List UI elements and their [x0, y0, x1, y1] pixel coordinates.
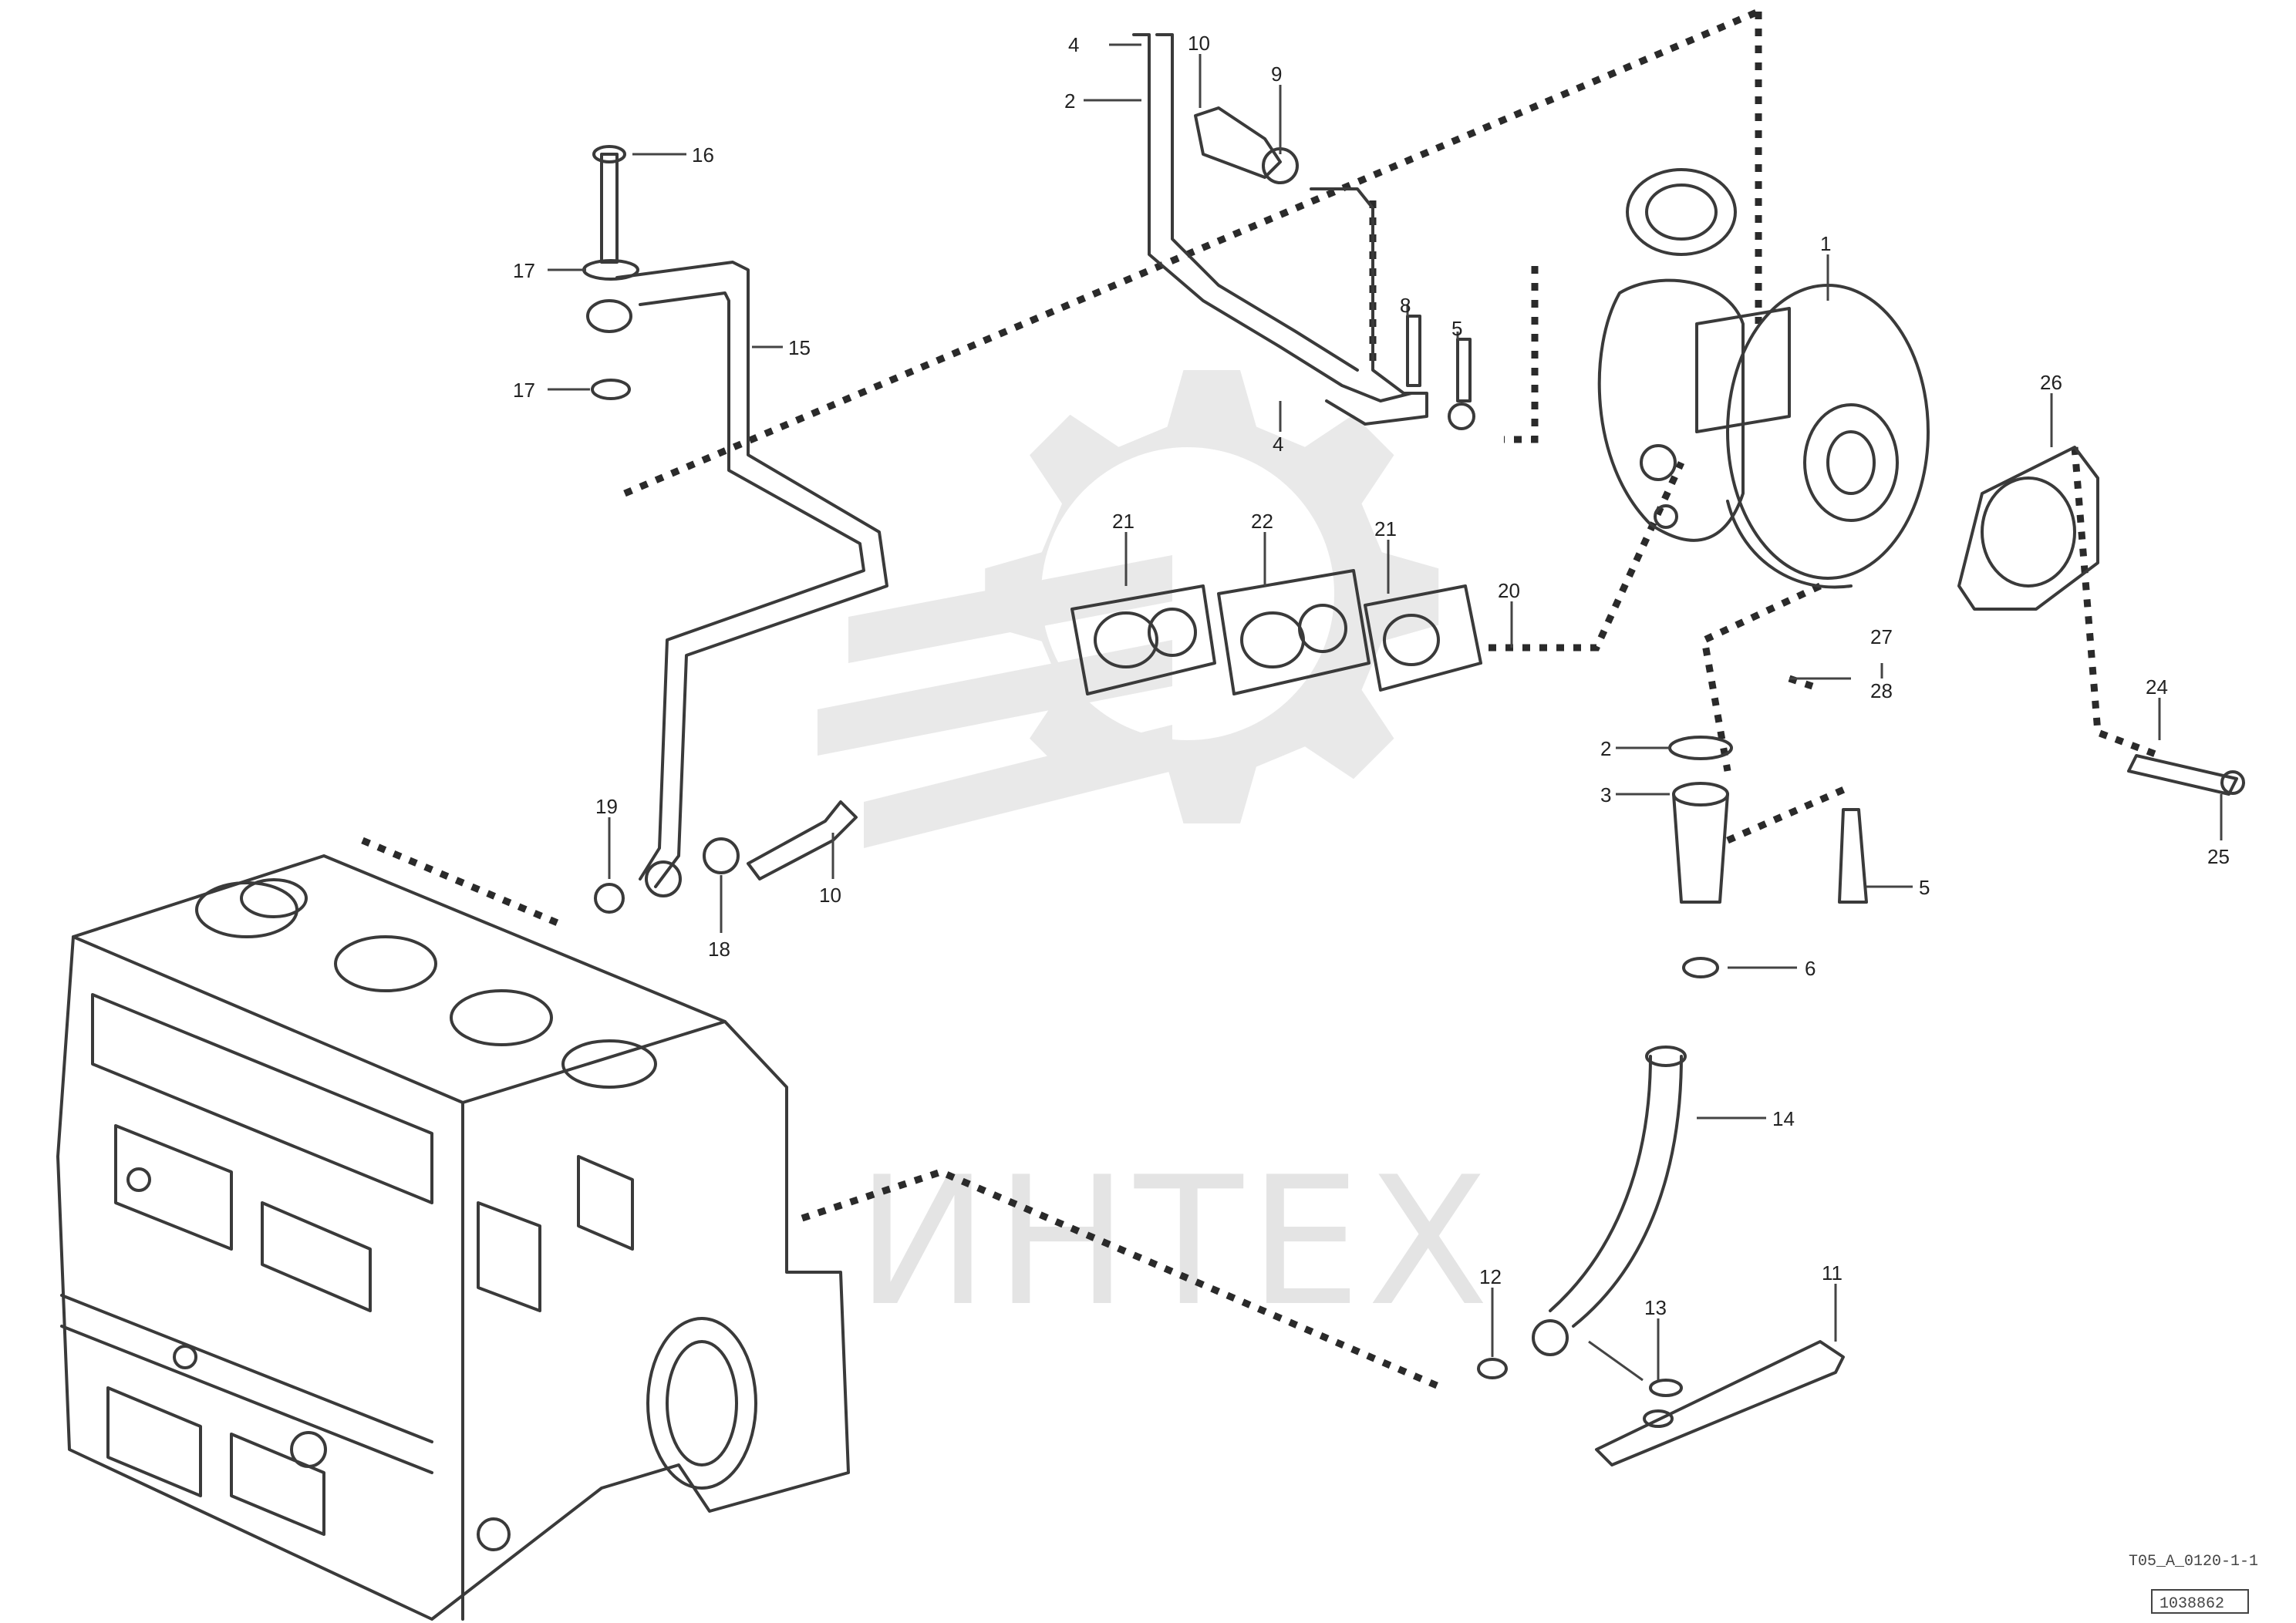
leader-lines [548, 43, 2223, 1382]
callout: 22 [1251, 510, 1273, 533]
stamp-line1: T05_A_0120-1-1 [2129, 1553, 2258, 1571]
turbocharger [1597, 168, 1930, 589]
oil-feed-pipe [582, 145, 888, 914]
callout: 21 [1112, 510, 1135, 533]
callout: 5 [1451, 317, 1462, 340]
callout: 12 [1479, 1265, 1502, 1288]
stamp-code: 1038862 [2159, 1595, 2224, 1613]
callout: 11 [1822, 1261, 1843, 1285]
watermark-gear-icon [818, 369, 1439, 848]
callout: 24 [2146, 675, 2168, 699]
callout: 2 [1600, 737, 1611, 760]
callout: 9 [1271, 62, 1282, 86]
callout: 4 [1068, 33, 1079, 56]
upper-bracket-pipe [1132, 33, 1475, 430]
callout: 4 [1273, 433, 1283, 456]
callout: 5 [1919, 876, 1930, 899]
callout: 10 [1188, 32, 1210, 55]
callout: 6 [1805, 957, 1816, 980]
callout: 2 [1064, 89, 1075, 113]
callout: 17 [513, 379, 535, 402]
callout: 16 [692, 143, 714, 167]
engine-block [56, 854, 850, 1621]
callout: 20 [1498, 579, 1520, 602]
callout: 10 [819, 884, 841, 907]
callout: 26 [2040, 371, 2062, 394]
callout: 13 [1644, 1296, 1667, 1319]
callout: 25 [2207, 845, 2230, 868]
callout: 28 [1870, 679, 1893, 702]
callout: 15 [788, 336, 811, 359]
callout: 14 [1772, 1107, 1795, 1130]
callout: 1 [1820, 232, 1831, 255]
manifold-gaskets [1070, 569, 1482, 695]
callout: 8 [1400, 294, 1411, 317]
callout: 19 [595, 795, 618, 818]
watermark-text: ИНТЕХ [856, 1140, 1495, 1345]
callout: 3 [1600, 783, 1611, 806]
drawing-stamp: T05_A_0120-1-1 1038862 [2129, 1553, 2258, 1614]
callout: 21 [1374, 517, 1397, 540]
callout-labels: 4 10 9 2 16 17 17 15 1 8 5 4 26 21 22 21… [513, 32, 2230, 1319]
turbo-gasket [1957, 446, 2099, 611]
callout: 27 [1870, 625, 1893, 648]
callout: 18 [708, 938, 730, 961]
oil-drain-assembly [1477, 736, 2245, 1466]
assembly-dash-lines [361, 8, 2161, 1392]
callout: 17 [513, 259, 535, 282]
